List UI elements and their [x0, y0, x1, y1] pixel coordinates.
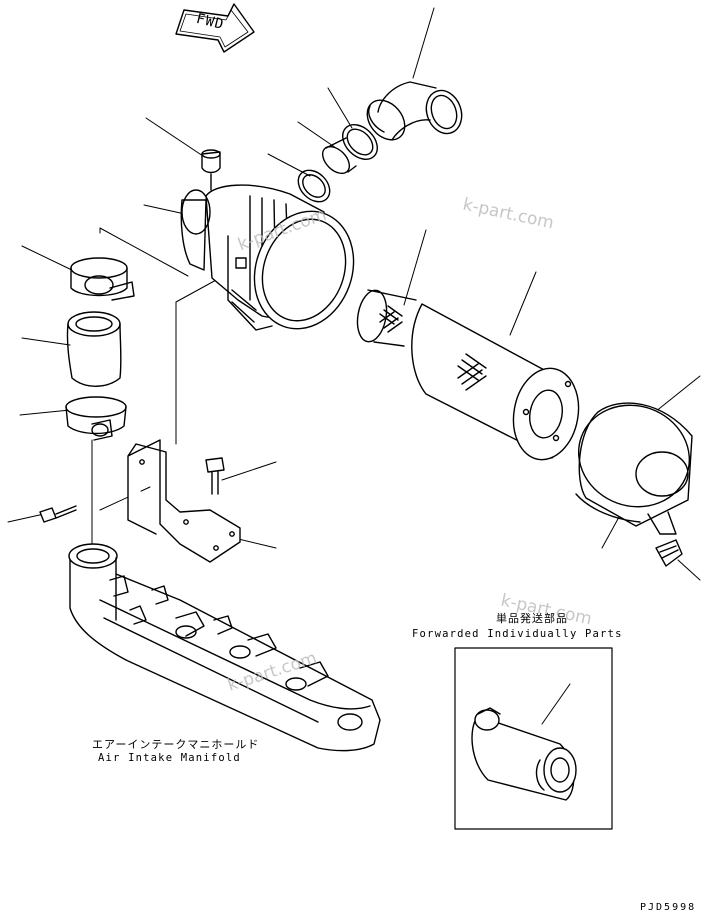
forwarded-parts-label-jp: 単品発送部品 — [496, 612, 568, 625]
pre-cleaner — [471, 707, 577, 801]
bolt — [205, 457, 225, 495]
forwarded-parts-label-en: Forwarded Individually Parts — [412, 628, 623, 640]
intake-elbow — [180, 189, 211, 271]
outer-element — [411, 303, 580, 461]
hose-clamp-ring — [297, 169, 331, 203]
dust-cup-cover — [575, 402, 693, 535]
rubber-hose — [66, 311, 122, 387]
manifold-label-en: Air Intake Manifold — [98, 752, 241, 764]
hose-clamp — [70, 257, 135, 301]
forwarded-parts-box — [454, 647, 613, 830]
air-intake-manifold — [68, 543, 381, 752]
page-code: PJD5998 — [640, 902, 697, 913]
inner-element — [356, 289, 417, 347]
bolt — [39, 505, 77, 523]
elbow-hose — [366, 81, 463, 141]
hose-clamp — [65, 396, 127, 441]
fwd-arrow-icon — [175, 3, 255, 53]
hose-sleeve — [321, 137, 357, 175]
vacuum-valve — [201, 149, 221, 191]
hose-clamp-ring — [342, 124, 378, 160]
evacuator-valve — [655, 539, 683, 567]
leader-lines — [7, 7, 701, 725]
air-cleaner-housing — [205, 184, 355, 331]
mounting-bracket — [127, 439, 241, 563]
manifold-label-jp: エアーインテークマニホールド — [92, 738, 260, 751]
